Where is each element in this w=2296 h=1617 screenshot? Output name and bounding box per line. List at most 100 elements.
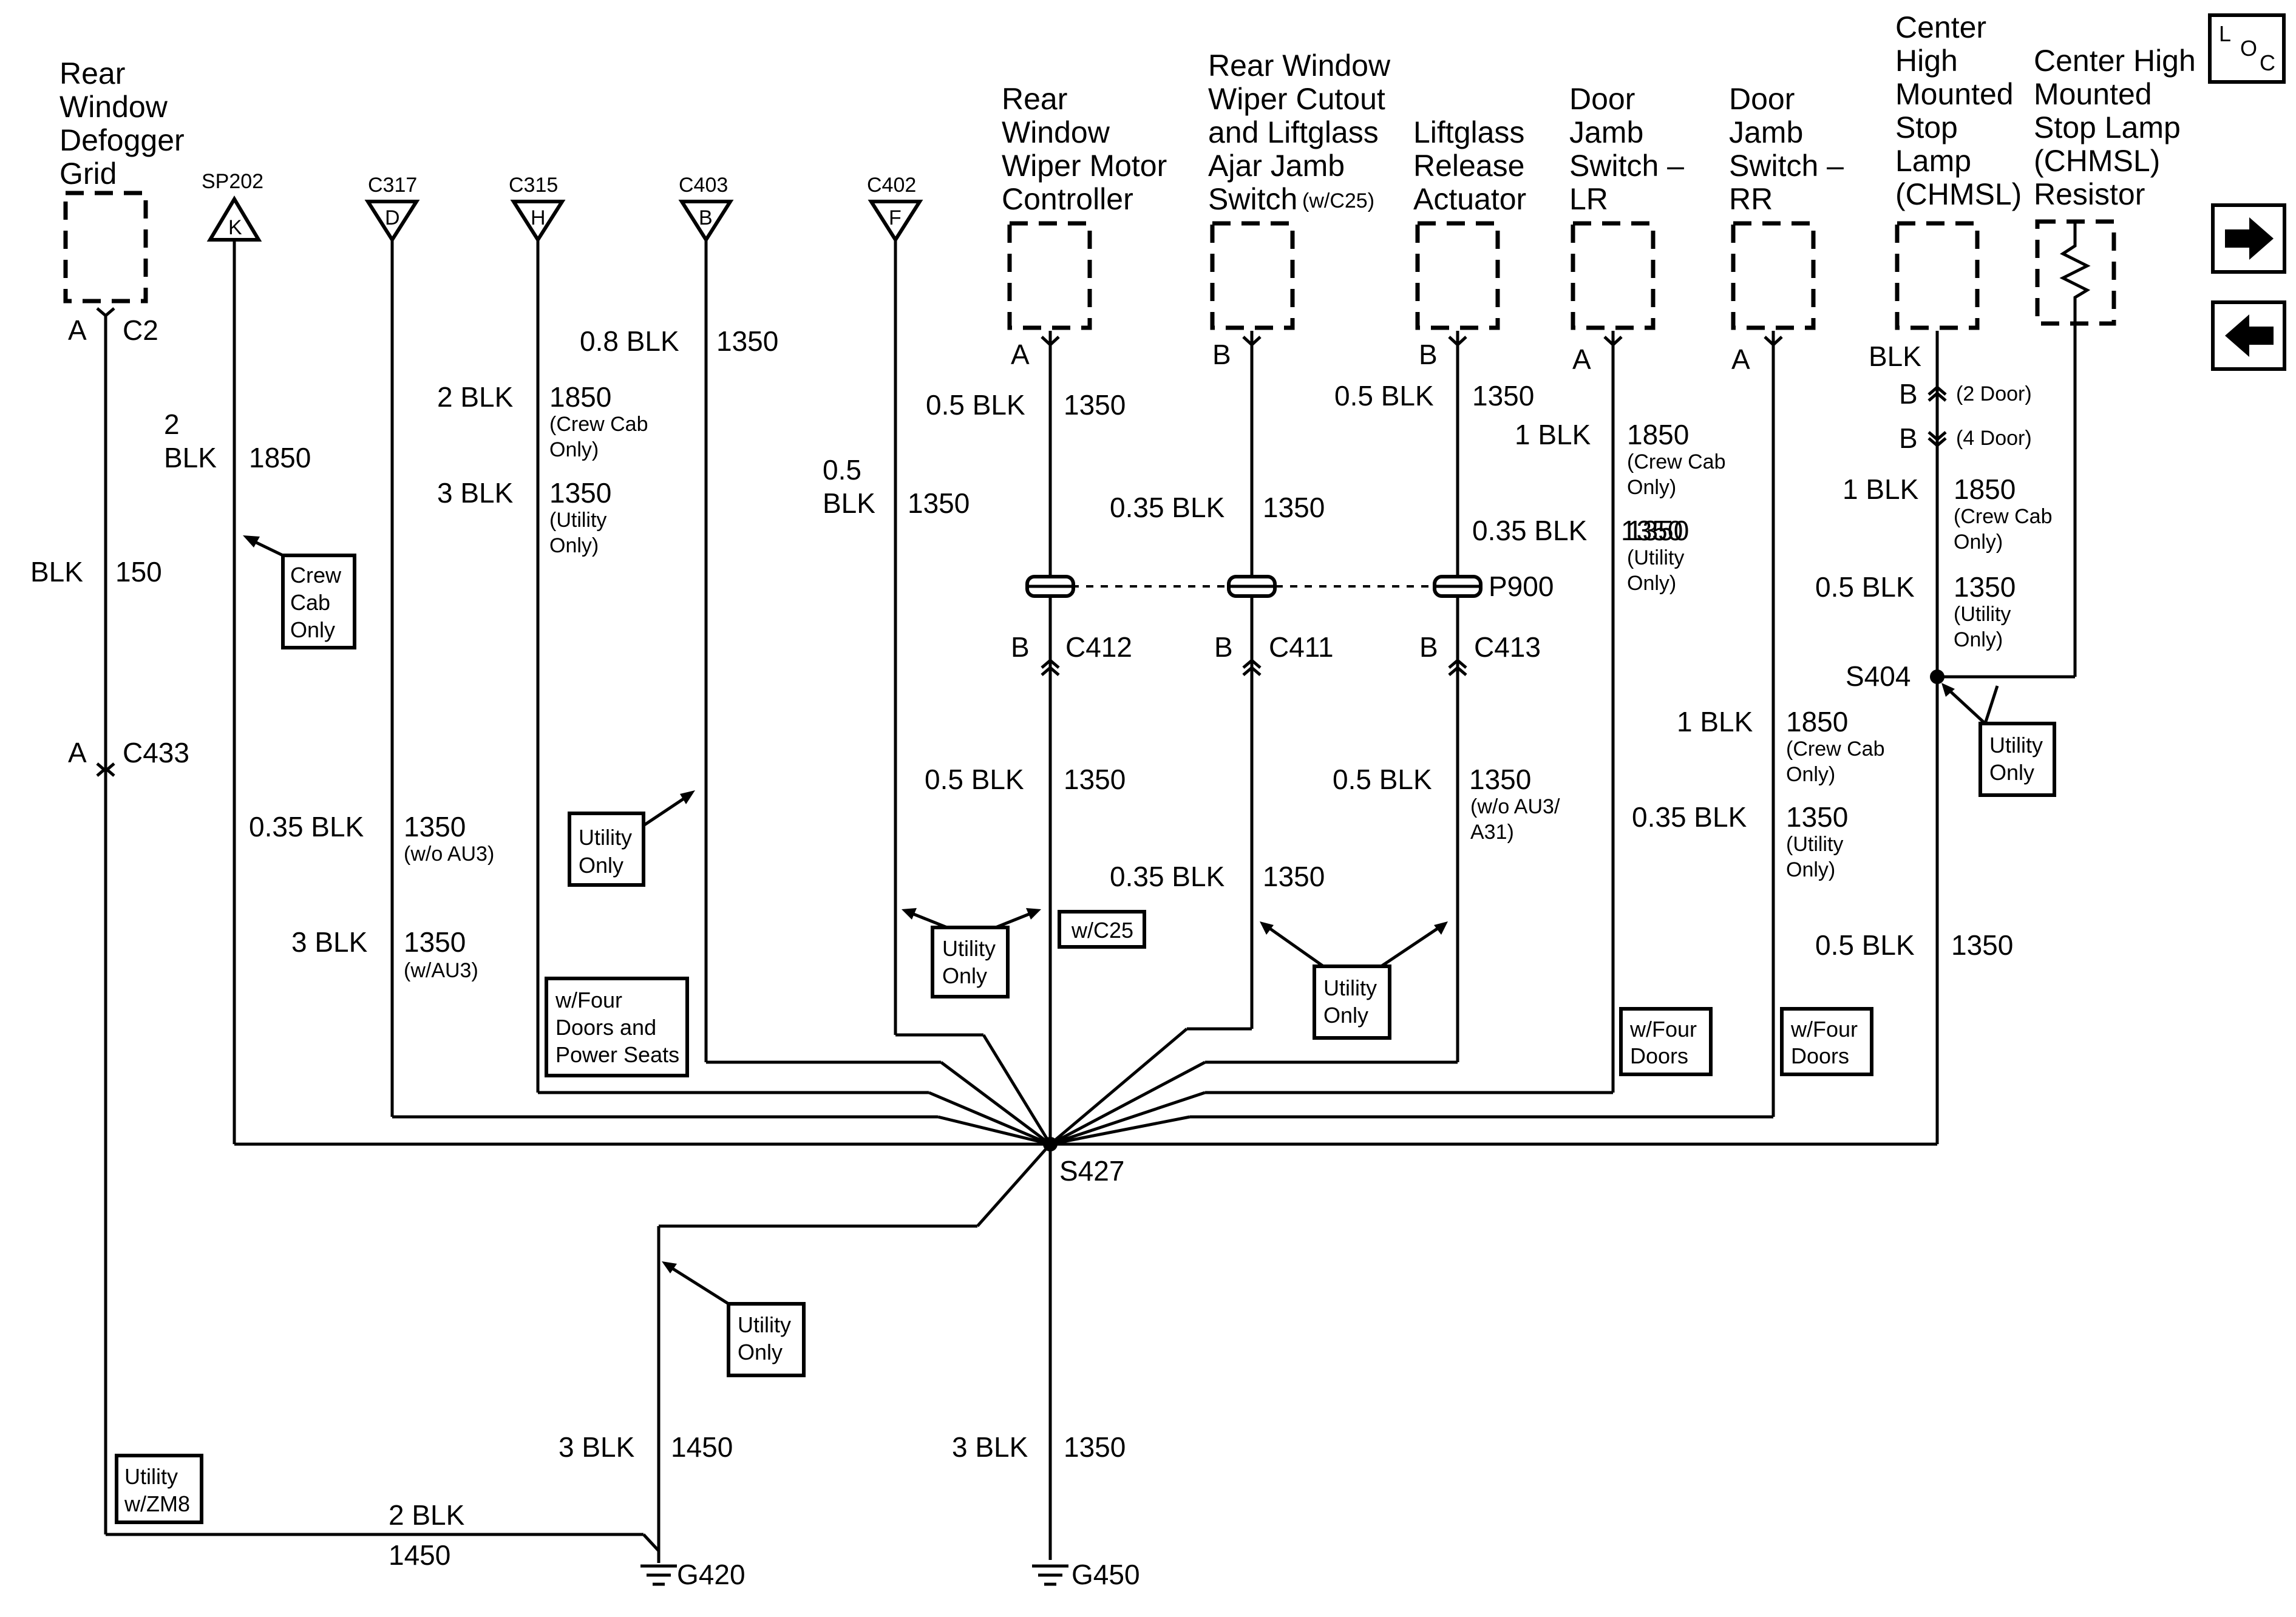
svg-text:Only): Only): [1627, 476, 1676, 499]
svg-text:Only): Only): [1786, 858, 1835, 881]
svg-text:3 BLK: 3 BLK: [559, 1431, 635, 1463]
svg-text:Window: Window: [59, 90, 168, 124]
note-utility-lg: Utility Only: [1260, 921, 1448, 1040]
svg-text:1350: 1350: [716, 325, 778, 357]
svg-text:(Crew Cab: (Crew Cab: [1786, 737, 1884, 761]
svg-text:Only: Only: [579, 853, 623, 878]
wiper-cutout-box: [1210, 221, 1295, 330]
g420-ground-icon: [640, 1564, 677, 1586]
door-rr-label: Door Jamb Switch – RR: [1729, 82, 1844, 216]
next-button[interactable]: [2211, 203, 2286, 274]
terminal-symbols: [96, 307, 1947, 777]
svg-text:S404: S404: [1846, 660, 1911, 692]
svg-text:F: F: [889, 206, 902, 229]
svg-text:B: B: [1214, 631, 1233, 663]
svg-text:0.5 BLK: 0.5 BLK: [1815, 571, 1915, 603]
svg-text:C317: C317: [368, 174, 417, 197]
c315-connector: C315 H: [509, 174, 566, 243]
door-lr-box: [1571, 221, 1656, 330]
svg-text:Stop: Stop: [1895, 110, 1958, 144]
svg-text:C433: C433: [123, 737, 189, 768]
svg-text:Utility: Utility: [579, 825, 632, 850]
svg-text:Release: Release: [1413, 149, 1524, 183]
svg-text:2 BLK: 2 BLK: [437, 381, 514, 413]
svg-text:1350: 1350: [1064, 1431, 1126, 1463]
svg-text:(CHMSL): (CHMSL): [2034, 144, 2160, 178]
svg-text:Only): Only): [1954, 531, 2003, 554]
svg-text:LR: LR: [1569, 182, 1608, 216]
svg-text:B: B: [1899, 422, 1918, 454]
sp202-connector: SP202 K: [202, 170, 263, 242]
pin-labels: A C2 A C433 A B B A A BLK B B (2 Door) (…: [68, 314, 2032, 1590]
wiper-motor-box: [1007, 221, 1092, 330]
svg-text:Only): Only): [549, 534, 599, 557]
svg-text:K: K: [228, 216, 242, 239]
svg-text:G450: G450: [1072, 1559, 1140, 1590]
svg-text:Cab: Cab: [290, 590, 330, 615]
svg-text:Mounted: Mounted: [2034, 77, 2152, 111]
svg-text:Window: Window: [1002, 115, 1110, 149]
svg-text:C403: C403: [679, 174, 728, 197]
svg-text:S427: S427: [1059, 1155, 1124, 1187]
svg-text:Wiper Motor: Wiper Motor: [1002, 149, 1167, 183]
svg-text:1350: 1350: [549, 477, 611, 509]
svg-text:(Utility: (Utility: [1786, 833, 1843, 856]
svg-text:Defogger: Defogger: [59, 123, 185, 157]
chmsl-resistor-label: Center High Mounted Stop Lamp (CHMSL) Re…: [2034, 44, 2196, 211]
svg-text:(Crew Cab: (Crew Cab: [1954, 505, 2052, 528]
svg-text:(Utility: (Utility: [549, 509, 606, 532]
svg-text:1350: 1350: [1469, 764, 1531, 795]
svg-text:w/Four: w/Four: [555, 988, 622, 1012]
svg-text:High: High: [1895, 44, 1958, 78]
svg-text:1350: 1350: [404, 926, 466, 958]
svg-text:0.5 BLK: 0.5 BLK: [926, 389, 1025, 421]
svg-text:(Utility: (Utility: [1954, 603, 2011, 626]
svg-text:Only: Only: [290, 617, 335, 642]
svg-text:1350: 1350: [1621, 515, 1683, 546]
svg-text:Ajar Jamb: Ajar Jamb: [1208, 149, 1345, 183]
svg-text:(2 Door): (2 Door): [1956, 382, 2032, 405]
svg-text:0.5 BLK: 0.5 BLK: [925, 764, 1024, 795]
wiper-cutout-label: Rear Window Wiper Cutout and Liftglass A…: [1208, 49, 1391, 216]
svg-text:BLK: BLK: [1869, 341, 1921, 372]
svg-text:Liftglass: Liftglass: [1413, 115, 1524, 149]
svg-text:1850: 1850: [549, 381, 611, 413]
svg-text:0.5 BLK: 0.5 BLK: [1815, 929, 1915, 961]
svg-text:3 BLK: 3 BLK: [437, 477, 514, 509]
svg-text:0.35 BLK: 0.35 BLK: [249, 811, 364, 842]
svg-text:Jamb: Jamb: [1729, 115, 1803, 149]
p900-connectors: [1025, 575, 1483, 598]
svg-text:C413: C413: [1474, 631, 1541, 663]
svg-text:BLK: BLK: [823, 487, 875, 519]
arrow-left-icon: [2225, 314, 2274, 357]
svg-text:Only: Only: [1323, 1003, 1368, 1028]
svg-text:Rear: Rear: [59, 56, 125, 90]
svg-text:Utility: Utility: [1323, 975, 1377, 1000]
prev-button[interactable]: [2211, 300, 2286, 371]
resistor-icon: [2059, 222, 2091, 324]
svg-text:Actuator: Actuator: [1413, 182, 1526, 216]
svg-text:and Liftglass: and Liftglass: [1208, 115, 1379, 149]
svg-text:0.5: 0.5: [823, 454, 861, 486]
svg-text:O: O: [2240, 36, 2257, 61]
svg-text:Switch –: Switch –: [1569, 149, 1684, 183]
note-utility-c402: Utility Only: [902, 908, 1041, 998]
svg-text:Only): Only): [1786, 763, 1835, 786]
loc-button[interactable]: L O C: [2208, 13, 2286, 84]
svg-text:1350: 1350: [1951, 929, 2013, 961]
svg-text:A: A: [68, 314, 87, 346]
svg-text:1 BLK: 1 BLK: [1843, 473, 1919, 505]
svg-text:Utility: Utility: [1989, 733, 2043, 758]
svg-text:Utility: Utility: [738, 1312, 791, 1337]
chmsl-label: Center High Mounted Stop Lamp (CHMSL): [1895, 10, 2022, 211]
svg-text:1450: 1450: [389, 1539, 450, 1571]
svg-text:w/Four: w/Four: [1790, 1017, 1858, 1042]
c402-connector: C402 F: [867, 174, 923, 243]
svg-text:Only): Only): [549, 438, 599, 461]
note-utility-c403: Utility Only: [568, 790, 695, 887]
svg-text:C412: C412: [1065, 631, 1132, 663]
svg-text:BLK: BLK: [30, 556, 83, 588]
svg-text:(w/C25): (w/C25): [1302, 189, 1374, 212]
svg-text:0.35 BLK: 0.35 BLK: [1632, 801, 1747, 833]
wires: [104, 240, 2077, 1563]
